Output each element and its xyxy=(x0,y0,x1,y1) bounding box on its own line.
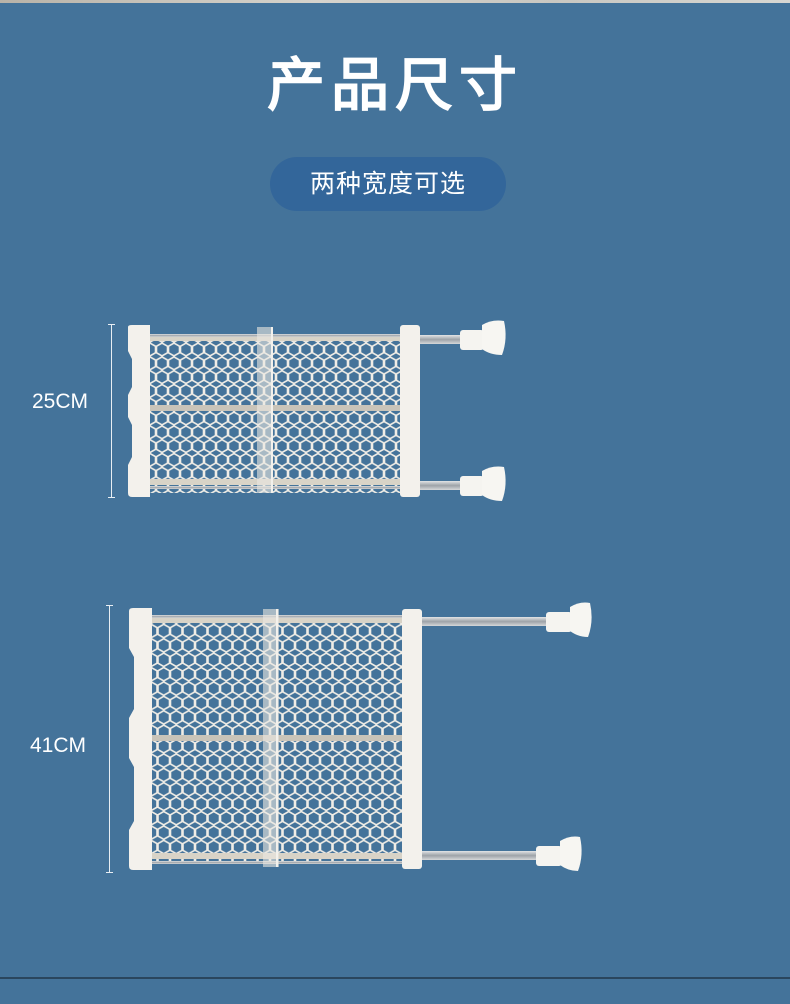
width-options-pill: 两种宽度可选 xyxy=(270,157,506,211)
shelf-image-narrow xyxy=(128,320,506,501)
depth-measure-line-25 xyxy=(108,324,115,498)
rod-end-cap-top xyxy=(460,320,506,355)
page-title: 产品尺寸 xyxy=(266,51,523,119)
depth-measure-line-41 xyxy=(106,605,113,873)
bottom-divider xyxy=(0,977,790,979)
depth-label-25: 25CM xyxy=(32,390,89,413)
depth-label-41: 41CM xyxy=(30,734,87,757)
top-texture-strip xyxy=(0,0,790,3)
shelf-image-wide xyxy=(129,602,592,871)
rod-end-cap-bottom xyxy=(536,836,582,871)
rod-end-cap-top xyxy=(546,602,592,637)
rod-end-cap-bottom xyxy=(460,466,506,501)
